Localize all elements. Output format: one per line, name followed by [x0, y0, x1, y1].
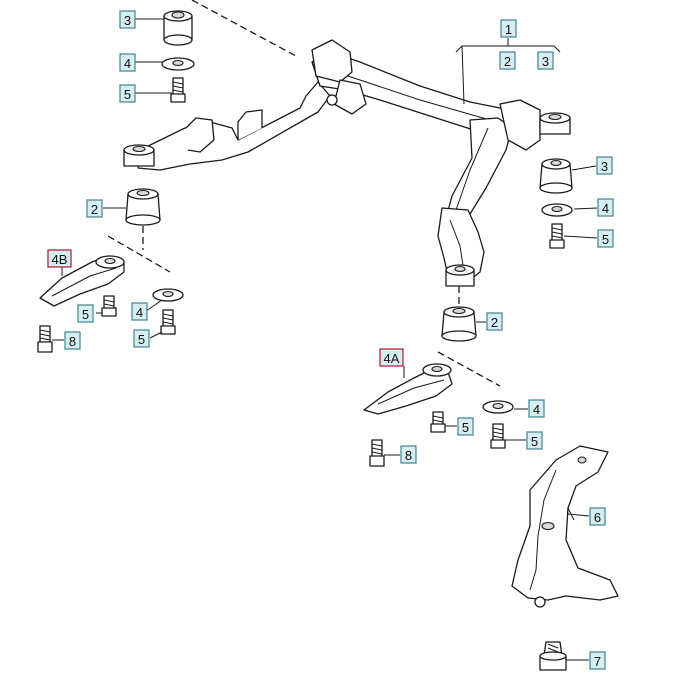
heat-shield-6: [511, 445, 619, 608]
callout-4-c4b: 4: [119, 53, 136, 72]
mount-right: [539, 158, 573, 194]
callout-box: [47, 249, 72, 268]
mount-frame-right: [539, 112, 571, 135]
bushing-left: [125, 188, 161, 226]
callout-6-c6: 6: [589, 507, 606, 526]
callout-box: [119, 10, 136, 29]
callout-box: [86, 199, 103, 218]
subframe-crossmember: [137, 39, 541, 281]
callout-box: [400, 445, 417, 464]
callout-box: [379, 348, 404, 367]
callout-box: [499, 51, 516, 70]
callout-2-c2b: 2: [86, 199, 103, 218]
callout-5-c5g: 5: [526, 431, 543, 450]
callout-label: 5: [124, 87, 131, 102]
nut-7: [539, 641, 567, 671]
bolt-4b-short: [101, 295, 117, 317]
washer-4a: [482, 400, 514, 414]
callout-5-c5d: 5: [77, 304, 94, 323]
assembly-lines: [52, 0, 598, 661]
callout-2-c2a: 2: [499, 51, 516, 70]
mount-frame-left: [123, 144, 155, 167]
mount-frame-bottom: [445, 264, 475, 287]
callout-box: [589, 651, 606, 670]
callout-box: [119, 53, 136, 72]
callout-5-c5c: 5: [597, 229, 614, 248]
washer-right: [541, 203, 573, 217]
bolt-4b-side: [160, 309, 176, 335]
callout-label: 4B: [52, 252, 68, 267]
callout-label: 4: [124, 56, 131, 71]
bolt-right: [549, 223, 565, 249]
callout-box: [597, 229, 614, 248]
callout-box: [589, 507, 606, 526]
callout-label: 3: [124, 13, 131, 28]
callout-7-c7: 7: [589, 651, 606, 670]
callout-box: [457, 417, 474, 436]
callout-box: [597, 198, 614, 217]
mount-top-left: [163, 10, 193, 46]
callout-3-c3c: 3: [596, 156, 613, 175]
washer-4b: [152, 288, 184, 302]
callout-box: [64, 331, 81, 350]
callout-box: [528, 399, 545, 418]
callout-label: 4: [602, 201, 609, 216]
callout-4-c4e: 4: [528, 399, 545, 418]
callout-box: [500, 19, 517, 38]
bushing-right: [441, 306, 477, 342]
callout-label: 2: [91, 202, 98, 217]
callout-label: 2: [491, 315, 498, 330]
callout-2-c2c: 2: [486, 312, 503, 331]
callout-label: 5: [602, 232, 609, 247]
callout-label: 6: [594, 510, 601, 525]
callout-4-c4d: 4: [131, 302, 148, 321]
bolt-4a-long: [369, 439, 385, 467]
callout-4-c4c: 4: [597, 198, 614, 217]
callout-5-c5b: 5: [119, 84, 136, 103]
callout-label: 4: [136, 305, 143, 320]
callout-box: [537, 51, 554, 70]
callout-4b-c4B: 4B: [47, 249, 72, 268]
callout-label: 7: [594, 654, 601, 669]
callout-5-c5f: 5: [457, 417, 474, 436]
bolt-4b-long: [37, 325, 53, 353]
callout-box: [596, 156, 613, 175]
callout-1-c1: 1: [500, 19, 517, 38]
callout-label: 3: [601, 159, 608, 174]
callout-box: [119, 84, 136, 103]
callout-box: [133, 329, 150, 348]
callout-box: [131, 302, 148, 321]
callout-5-c5e: 5: [133, 329, 150, 348]
callout-label: 4: [533, 402, 540, 417]
callout-box: [77, 304, 94, 323]
callout-8-c8b: 8: [400, 445, 417, 464]
callout-label: 5: [82, 307, 89, 322]
bracket-4a: [363, 363, 453, 415]
callout-label: 3: [542, 54, 549, 69]
callout-label: 5: [138, 332, 145, 347]
callout-box: [526, 431, 543, 450]
washer-top-left: [161, 57, 195, 71]
callout-label: 5: [462, 420, 469, 435]
callout-3-c3a: 3: [537, 51, 554, 70]
bolt-4a-side: [490, 423, 506, 449]
bracket-4b: [39, 255, 125, 307]
callout-label: 5: [531, 434, 538, 449]
callout-label: 2: [504, 54, 511, 69]
callout-4a-c4A: 4A: [379, 348, 404, 367]
bolt-top-left: [170, 77, 186, 103]
callout-label: 8: [69, 334, 76, 349]
callout-label: 1: [505, 22, 512, 37]
bolt-4a-short: [430, 411, 446, 433]
callout-label: 4A: [384, 351, 400, 366]
callout-box: [486, 312, 503, 331]
callout-label: 8: [405, 448, 412, 463]
callout-3-c3b: 3: [119, 10, 136, 29]
callout-8-c8a: 8: [64, 331, 81, 350]
